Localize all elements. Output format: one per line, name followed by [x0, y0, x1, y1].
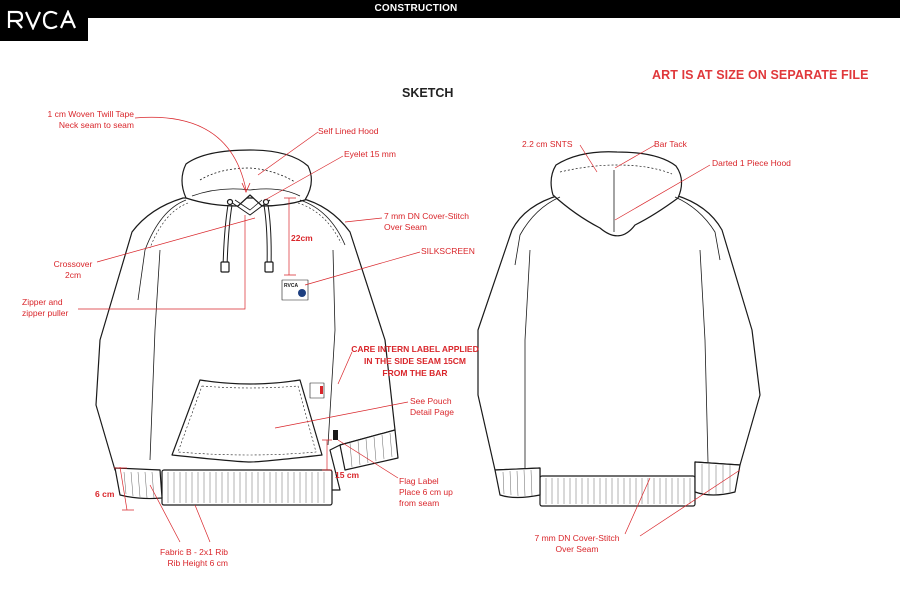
art-size-note: ART IS AT SIZE ON SEPARATE FILE — [652, 68, 869, 82]
callout-rib: Fabric B - 2x1 Rib Rib Height 6 cm — [159, 547, 228, 568]
front-body — [95, 197, 396, 491]
front-hood — [181, 149, 312, 207]
callout-zipper: Zipper and zipper puller — [22, 297, 69, 318]
right-cuff — [339, 429, 399, 471]
rvca-logo-icon — [7, 10, 77, 30]
callout-snts: 2.2 cm SNTS — [522, 139, 573, 149]
header-bar: CONSTRUCTION — [0, 0, 900, 18]
callout-bar-tack: Bar Tack — [654, 139, 687, 149]
callout-care-label: CARE INTERN LABEL APPLIED IN THE SIDE SE… — [351, 344, 479, 378]
kangaroo-pocket — [171, 379, 323, 463]
callout-back-cover-stitch: 7 mm DN Cover-Stitch Over Seam — [534, 533, 620, 554]
back-waist-rib — [539, 475, 696, 507]
sketch-title: SKETCH — [402, 86, 454, 100]
callout-see-pouch: See Pouch Detail Page — [410, 396, 454, 417]
brand-logo — [0, 0, 88, 41]
back-hoodie — [477, 151, 761, 507]
left-cuff — [114, 467, 163, 500]
callout-silkscreen: SILKSCREEN — [421, 246, 475, 256]
callout-darted-hood: Darted 1 Piece Hood — [712, 158, 791, 168]
callout-crossover: Crossover 2cm — [53, 259, 93, 280]
callout-cover-stitch: 7 mm DN Cover-Stitch Over Seam — [384, 211, 470, 232]
waist-rib — [161, 469, 333, 506]
front-hoodie: RVCA — [95, 149, 399, 506]
callout-eyelet: Eyelet 15 mm — [344, 149, 396, 159]
section-title: CONSTRUCTION — [374, 3, 458, 14]
callout-self-lined-hood: Self Lined Hood — [318, 126, 379, 136]
dimension-22cm: 22cm — [291, 233, 313, 243]
dimension-6cm: 6 cm — [95, 489, 115, 499]
back-hood — [550, 151, 683, 237]
dimension-15cm: 15 cm — [335, 470, 360, 480]
back-body — [477, 194, 761, 481]
callout-flag-label: Flag Label Place 6 cm up from seam — [399, 476, 453, 508]
svg-text:RVCA: RVCA — [284, 283, 298, 289]
callout-woven-tape: 1 cm Woven Twill Tape Neck seam to seam — [47, 109, 134, 130]
